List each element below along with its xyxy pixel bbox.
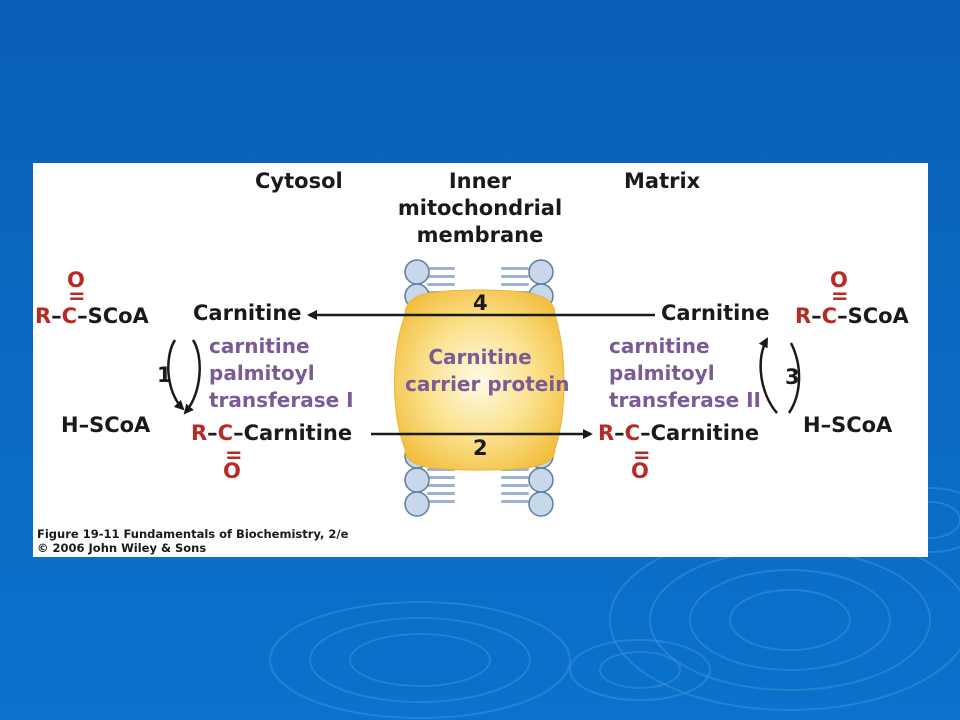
reaction-1-arrow-b xyxy=(183,339,201,415)
step-3-label: 3 xyxy=(785,365,800,389)
right-hscoa: H–SCoA xyxy=(803,413,893,437)
carrier-protein-line2: carrier protein xyxy=(405,372,570,396)
left-acylcarn-carnitine: Carnitine xyxy=(243,421,353,445)
caption-line1: Figure 19-11 Fundamentals of Biochemistr… xyxy=(37,527,349,541)
step-1-label: 1 xyxy=(157,363,172,387)
left-acylcarn-c: C xyxy=(217,421,234,445)
left-hscoa: H–SCoA xyxy=(61,413,151,437)
left-acylcarn-r: R xyxy=(191,421,208,445)
enzyme-cpt2-line3: transferase II xyxy=(609,388,762,412)
carrier-protein-shape xyxy=(394,289,565,471)
cytosol-header: Cytosol xyxy=(255,169,343,193)
right-acylcarn-r: R xyxy=(598,421,615,445)
membrane-header-line3: membrane xyxy=(416,223,544,247)
right-acyl-c: C xyxy=(821,304,838,328)
left-acylcarnitine: R–C–Carnitine xyxy=(191,421,353,445)
step-2-label: 2 xyxy=(473,436,488,460)
left-acylcarn-oxygen: O xyxy=(223,459,241,483)
enzyme-cpt2-line1: carnitine xyxy=(609,334,710,358)
left-acyl-c: C xyxy=(61,304,78,328)
left-acyl-oxygen: O xyxy=(67,268,85,292)
step-4-label: 4 xyxy=(473,291,488,315)
enzyme-cpt2-line2: palmitoyl xyxy=(609,361,715,385)
right-acyl-oxygen: O xyxy=(830,268,848,292)
right-acyl-coa: R–C–SCoA xyxy=(795,304,909,328)
enzyme-cpt1-line3: transferase I xyxy=(209,388,354,412)
diagram-graphics xyxy=(167,259,801,517)
left-hscoa-h: H xyxy=(61,413,79,437)
enzyme-cpt2: carnitine palmitoyl transferase II xyxy=(609,333,761,414)
enzyme-cpt1-line1: carnitine xyxy=(209,334,310,358)
right-acylcarn-c: C xyxy=(624,421,641,445)
carrier-protein-line1: Carnitine xyxy=(428,345,532,369)
right-acyl-double-bond: = xyxy=(831,284,849,308)
right-hscoa-h: H xyxy=(803,413,821,437)
right-acyl-r: R xyxy=(795,304,812,328)
right-carnitine: Carnitine xyxy=(661,301,770,325)
right-acylcarn-oxygen: O xyxy=(631,459,649,483)
left-hscoa-scoa: SCoA xyxy=(89,413,151,437)
left-acylcarn-double-bond: = xyxy=(225,443,243,467)
reaction-1-arrow-a xyxy=(167,339,185,411)
membrane-header-line1: Inner xyxy=(448,169,512,193)
left-acyl-r: R xyxy=(35,304,52,328)
membrane-header: Inner mitochondrial membrane xyxy=(385,168,575,249)
matrix-header: Matrix xyxy=(624,169,701,193)
enzyme-cpt1: carnitine palmitoyl transferase I xyxy=(209,333,354,414)
right-hscoa-scoa: SCoA xyxy=(831,413,893,437)
right-acyl-scoa: SCoA xyxy=(847,304,909,328)
right-acylcarn-carnitine: Carnitine xyxy=(650,421,760,445)
membrane-header-line2: mitochondrial xyxy=(397,196,563,220)
reaction-3-arrow-b xyxy=(787,342,801,414)
left-acyl-coa: R–C–SCoA xyxy=(35,304,149,328)
figure-panel: Cytosol Inner mitochondrial membrane Mat… xyxy=(33,163,928,557)
carrier-protein-label: Carnitine carrier protein xyxy=(405,344,570,398)
figure-caption: Figure 19-11 Fundamentals of Biochemistr… xyxy=(37,527,348,555)
right-acylcarnitine: R–C–Carnitine xyxy=(598,421,760,445)
left-acyl-scoa: SCoA xyxy=(87,304,149,328)
reaction-3-arrow-a xyxy=(758,337,778,414)
left-carnitine: Carnitine xyxy=(193,301,302,325)
enzyme-cpt1-line2: palmitoyl xyxy=(209,361,315,385)
left-acyl-double-bond: = xyxy=(68,284,86,308)
caption-line2: © 2006 John Wiley & Sons xyxy=(37,541,207,555)
right-acylcarn-double-bond: = xyxy=(633,443,651,467)
